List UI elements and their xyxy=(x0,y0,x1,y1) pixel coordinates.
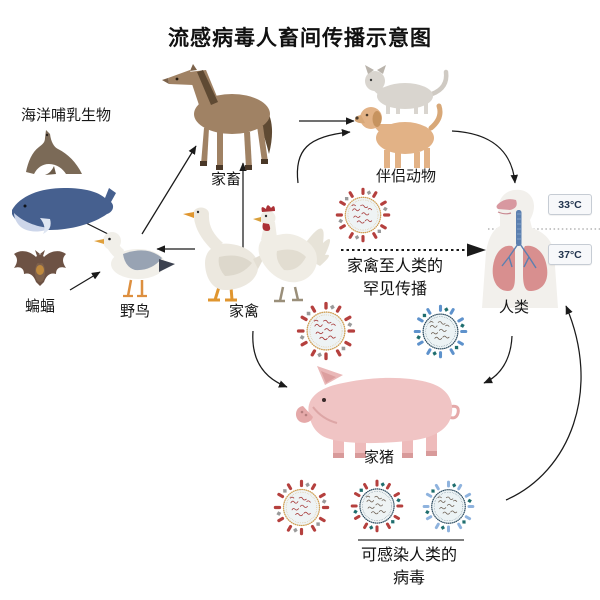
companion-animals-label: 伴侣动物 xyxy=(375,168,436,185)
arrow-companion-to-human xyxy=(451,130,518,184)
arrow-viruses-to-human xyxy=(505,305,582,501)
seal-icon xyxy=(26,130,82,175)
avian-virus-icon xyxy=(296,301,356,361)
bat-icon xyxy=(14,250,66,286)
human-respiratory-icon xyxy=(482,189,558,308)
human-virus-icon xyxy=(422,480,475,533)
dog-icon xyxy=(354,103,443,168)
arrow-human-to-pig xyxy=(483,335,513,384)
arrow-bat-to-wildbird xyxy=(69,271,101,291)
pig-label: 家猪 xyxy=(363,449,394,466)
arrow-wildbird-to-livestock xyxy=(141,145,197,235)
livestock-label: 家畜 xyxy=(210,171,241,188)
human-infecting-viruses-line2: 病毒 xyxy=(392,570,425,588)
goose-icon xyxy=(183,207,267,302)
diagram-title: 流感病毒人畜间传播示意图 xyxy=(168,27,432,50)
humans-label: 人类 xyxy=(498,299,529,316)
wild-birds-label: 野鸟 xyxy=(119,303,150,320)
lower-airway-temp-badge: 37°C xyxy=(548,244,592,265)
whale-icon xyxy=(12,188,116,234)
seagull-icon xyxy=(94,232,175,298)
rare-transmission-line1: 家禽至人类的 xyxy=(346,258,443,275)
marine-mammals-label: 海洋哺乳生物 xyxy=(20,107,111,124)
rooster-icon xyxy=(253,205,331,303)
arrow-poultry-to-companion xyxy=(296,129,351,184)
horse-icon xyxy=(162,64,273,170)
pig-icon xyxy=(295,366,460,458)
avian-virus-icon xyxy=(335,187,391,243)
rare-transmission-line2: 罕见传播 xyxy=(362,281,427,299)
reassortant-virus-icon xyxy=(350,479,404,533)
rare-transmission-caption: 家禽至人类的 罕见传播 xyxy=(330,255,460,301)
human-infecting-viruses-caption: 可感染人类的 病毒 xyxy=(348,544,470,590)
human-virus-icon xyxy=(413,304,468,359)
arrow-poultry-to-human-dashed xyxy=(341,243,486,257)
upper-airway-temp-badge: 33°C xyxy=(548,194,592,215)
human-infecting-viruses-line1: 可感染人类的 xyxy=(360,547,457,564)
cat-icon xyxy=(365,65,449,114)
bat-label: 蝙蝠 xyxy=(24,298,55,315)
poultry-label: 家禽 xyxy=(228,303,259,320)
avian-virus-icon xyxy=(273,479,330,536)
arrow-poultry-to-pig xyxy=(252,330,288,388)
